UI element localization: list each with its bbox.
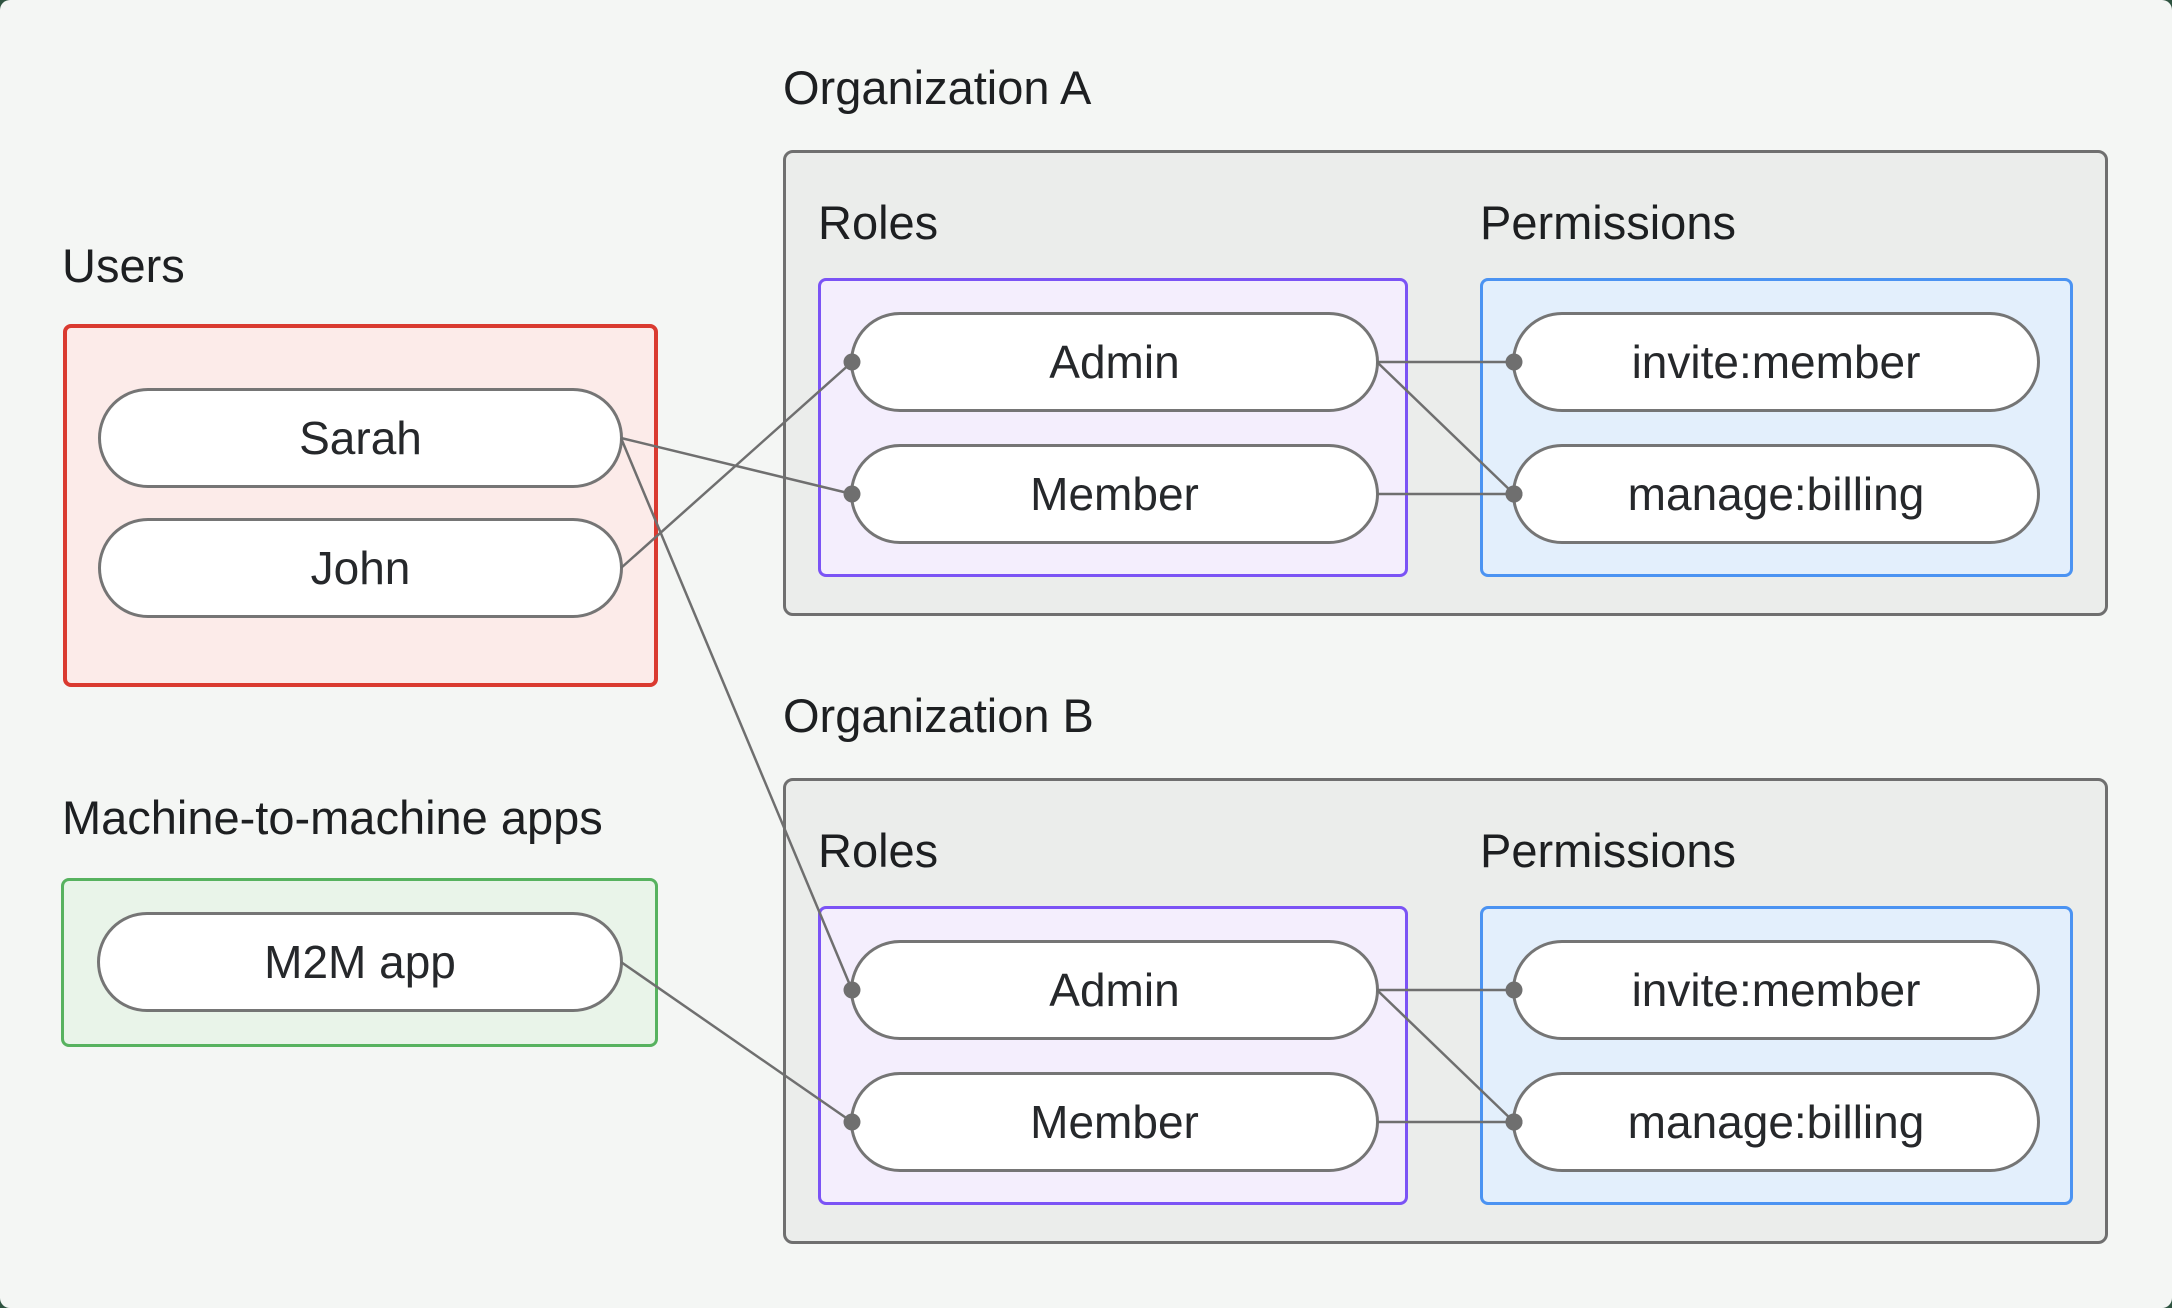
org-b-permission-invite-member-label: invite:member bbox=[1631, 964, 1921, 1016]
org-a-title: Organization A bbox=[783, 61, 1092, 114]
m2m-app-node-label: M2M app bbox=[264, 936, 456, 988]
org-b-roles-box: Admin Member bbox=[818, 906, 1408, 1205]
org-a-permission-manage-billing-label: manage:billing bbox=[1627, 468, 1925, 520]
m2m-app-node: M2M app bbox=[97, 912, 623, 1012]
org-b-permission-manage-billing-label: manage:billing bbox=[1627, 1096, 1925, 1148]
user-node-john: John bbox=[98, 518, 623, 618]
user-node-sarah-label: Sarah bbox=[299, 412, 422, 464]
users-group-label: Users bbox=[62, 239, 185, 292]
org-b-role-member-label: Member bbox=[1030, 1096, 1199, 1148]
org-a-role-member-label: Member bbox=[1030, 468, 1199, 520]
org-a-role-admin: Admin bbox=[850, 312, 1379, 412]
org-b-permission-invite-member: invite:member bbox=[1512, 940, 2040, 1040]
org-a-permission-invite-member-label: invite:member bbox=[1631, 336, 1921, 388]
org-a-permission-manage-billing: manage:billing bbox=[1512, 444, 2040, 544]
m2m-group-box: M2M app bbox=[61, 878, 658, 1047]
user-node-sarah: Sarah bbox=[98, 388, 623, 488]
users-group-box: Sarah John bbox=[63, 324, 658, 687]
org-b-role-admin: Admin bbox=[850, 940, 1379, 1040]
org-b-permissions-box: invite:member manage:billing bbox=[1480, 906, 2073, 1205]
org-a-permissions-label: Permissions bbox=[1480, 196, 1736, 249]
org-a-roles-label: Roles bbox=[818, 196, 939, 249]
org-b-title: Organization B bbox=[783, 689, 1094, 742]
org-b-role-member: Member bbox=[850, 1072, 1379, 1172]
org-b-role-admin-label: Admin bbox=[1049, 964, 1180, 1016]
org-a-permission-invite-member: invite:member bbox=[1512, 312, 2040, 412]
org-b-box: Roles Permissions Admin Member invite:me… bbox=[783, 778, 2108, 1244]
org-a-permissions-box: invite:member manage:billing bbox=[1480, 278, 2073, 577]
org-b-roles-label: Roles bbox=[818, 824, 939, 877]
org-a-role-admin-label: Admin bbox=[1049, 336, 1180, 388]
org-a-roles-box: Admin Member bbox=[818, 278, 1408, 577]
org-b-permission-manage-billing: manage:billing bbox=[1512, 1072, 2040, 1172]
org-a-box: Roles Permissions Admin Member invite:me… bbox=[783, 150, 2108, 616]
m2m-group-label: Machine-to-machine apps bbox=[62, 791, 603, 844]
user-node-john-label: John bbox=[310, 542, 411, 594]
org-a-role-member: Member bbox=[850, 444, 1379, 544]
org-b-permissions-label: Permissions bbox=[1480, 824, 1736, 877]
